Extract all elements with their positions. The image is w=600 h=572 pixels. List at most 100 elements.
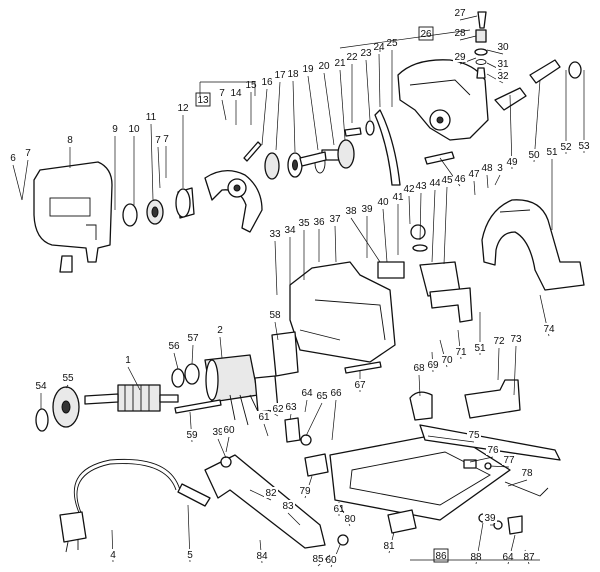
part-number-label: 69 (427, 360, 439, 371)
part-number-label: 7 (163, 134, 169, 145)
label-bg-87 (522, 551, 536, 562)
part-number-label: 32 (497, 71, 509, 82)
part-number-label: 34 (284, 225, 296, 236)
part-number-label: 70 (441, 355, 453, 366)
part-number-label: 60 (223, 425, 235, 436)
part-number-label: 5 (187, 550, 193, 561)
part-number-label: 35 (298, 218, 310, 229)
label-bg-62 (271, 403, 285, 414)
label-bg-57 (186, 332, 200, 343)
leader-line-47 (473, 180, 476, 196)
part-number-label: 81 (383, 541, 395, 552)
leader-line-57 (191, 344, 194, 365)
label-bg-35 (297, 217, 311, 228)
part-number-label: 50 (528, 150, 540, 161)
part-number-label: 51 (474, 343, 486, 354)
part-number-label: 19 (302, 64, 314, 75)
part-number-label: 44 (429, 178, 441, 189)
part-67-screw (344, 361, 382, 374)
label-bg-6 (9, 152, 17, 163)
part-number-label: 68 (413, 363, 425, 374)
leader-line-45 (443, 186, 448, 265)
label-bg-81 (382, 540, 396, 551)
label-bg-18 (286, 68, 300, 79)
leader-line-2 (219, 336, 223, 359)
part-number-label: 21 (334, 58, 346, 69)
leader-line-77 (489, 465, 510, 468)
part-2-stator (204, 354, 263, 426)
label-bg-40 (376, 196, 390, 207)
leader-line-72 (497, 347, 500, 381)
part-number-label: 73 (510, 334, 522, 345)
label-bg-17 (273, 69, 287, 80)
part-number-label: 88 (470, 552, 482, 563)
label-bg-67 (353, 379, 367, 390)
leader-line-48 (486, 174, 489, 189)
leader-line-24 (378, 53, 381, 108)
part-72-angle-bracket (464, 379, 521, 419)
part-number-label: 23 (360, 48, 372, 59)
part-46-pin (424, 151, 455, 165)
label-bg-77 (502, 454, 516, 465)
part-number-label: 37 (329, 214, 341, 225)
part-4-power-cord (59, 458, 181, 553)
label-bg-21 (333, 57, 347, 68)
label-bg-1 (124, 354, 132, 365)
label-bg-61 (332, 503, 346, 514)
label-bg-54 (34, 380, 48, 391)
part-number-label: 58 (269, 310, 281, 321)
leader-line-68 (418, 374, 421, 397)
part-number-label: 62 (272, 404, 284, 415)
part-number-label: 7 (219, 88, 225, 99)
label-bg-49 (505, 156, 519, 167)
leader-line-65 (305, 402, 323, 437)
label-bg-7 (24, 147, 32, 158)
part-65-knob (300, 434, 312, 446)
label-bg-80 (343, 513, 357, 524)
part-number-label: 66 (330, 388, 342, 399)
label-bg-36 (312, 216, 326, 227)
leader-line-64 (304, 399, 308, 413)
leader-line-3 (494, 174, 501, 186)
part-84-parallel-guide (204, 454, 326, 549)
part-85-nut (337, 534, 349, 546)
part-number-label: 7 (155, 135, 161, 146)
leader-line-7 (21, 159, 29, 201)
label-bg-32 (496, 70, 510, 81)
part-number-label: 22 (346, 52, 358, 63)
leader-line-83 (287, 512, 301, 526)
label-bg-14 (229, 87, 243, 98)
label-bg-60 (324, 554, 338, 565)
part-20-21-spindle-gear (299, 139, 355, 169)
label-bg-79 (298, 485, 312, 496)
label-bg-12 (176, 102, 190, 113)
part-number-label: 2 (217, 325, 223, 336)
label-bg-73 (509, 333, 523, 344)
leader-line-75 (427, 435, 475, 443)
label-bg-10 (127, 123, 141, 134)
group-label-box (433, 548, 449, 563)
label-bg-11 (144, 111, 158, 122)
part-number-label: 84 (256, 551, 268, 562)
leader-line-73 (513, 345, 517, 396)
label-bg-51 (545, 146, 559, 157)
part-24-washer (365, 120, 375, 136)
part-26-gearbox-cover (397, 59, 489, 141)
leader-line-33 (274, 240, 278, 296)
part-number-label: 30 (497, 42, 509, 53)
leader-line-11 (150, 123, 154, 201)
part-86-base-plate (329, 431, 511, 521)
label-bg-59 (185, 429, 199, 440)
part-number-label: 10 (128, 124, 140, 135)
part-number-label: 8 (67, 135, 73, 146)
part-56-ring (171, 368, 185, 388)
leader-line-39 (217, 438, 227, 459)
leader-line-37 (334, 225, 337, 263)
leader-line-23 (365, 59, 371, 121)
label-bg-60 (222, 424, 236, 435)
part-number-label: 4 (110, 550, 116, 561)
leader-line-76 (469, 456, 494, 463)
leader-line-28 (459, 35, 477, 41)
